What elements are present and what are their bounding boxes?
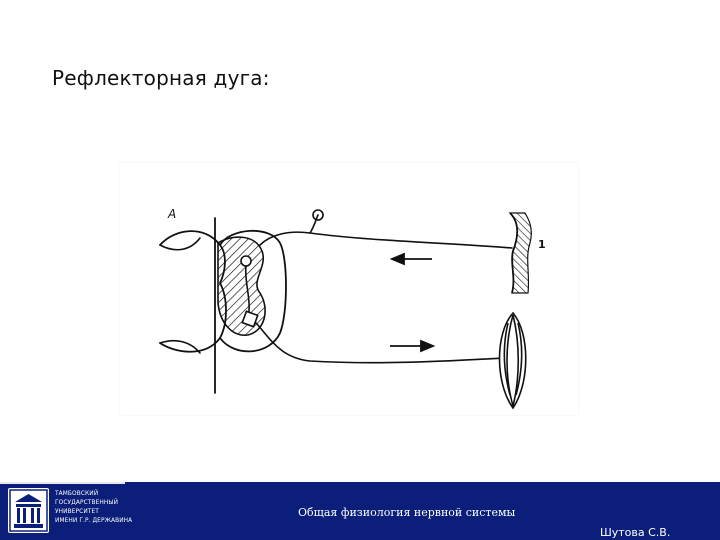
- author-name: Шутова С.В.: [600, 526, 671, 539]
- university-name-line: ТАМБОВСКИЙ: [55, 489, 99, 497]
- upper-body-outline: [159, 237, 201, 251]
- muscle-effector: [498, 311, 527, 410]
- university-name-line: ГОСУДАРСТВЕННЫЙ: [55, 498, 119, 506]
- slide-title: Рефлекторная дуга:: [52, 66, 270, 90]
- motor-neuron-body: [241, 310, 259, 328]
- efferent-arrowhead: [420, 339, 436, 353]
- course-title: Общая физиология нервной системы: [298, 506, 516, 519]
- skin-edge: [509, 212, 519, 294]
- label-a: A: [167, 207, 176, 221]
- lower-body-outline: [159, 339, 201, 354]
- reflex-arc-diagram: A 1: [159, 207, 546, 410]
- university-name-line: ИМЕНИ Г.Р. ДЕРЖАВИНА: [55, 516, 133, 524]
- dorsal-root-ganglion: [312, 209, 324, 221]
- spinal-cord-right-outline: [219, 229, 287, 353]
- afferent-fiber: [259, 231, 513, 249]
- afferent-branch: [309, 214, 319, 234]
- reflex-arc-figure: A 1: [120, 163, 578, 415]
- university-name-line: УНИВЕРСИТЕТ: [55, 507, 99, 515]
- efferent-fiber: [255, 322, 506, 364]
- footer-accent-line: [0, 482, 125, 484]
- university-name: ТАМБОВСКИЙ ГОСУДАРСТВЕННЫЙ УНИВЕРСИТЕТ И…: [55, 489, 132, 525]
- university-logo: [8, 488, 49, 533]
- grey-matter: [217, 236, 266, 336]
- university-emblem-icon: [9, 489, 48, 532]
- afferent-arrowhead: [389, 252, 405, 266]
- label-1: 1: [538, 238, 546, 251]
- interneuron-body: [240, 255, 252, 267]
- footer-bar: [0, 482, 720, 540]
